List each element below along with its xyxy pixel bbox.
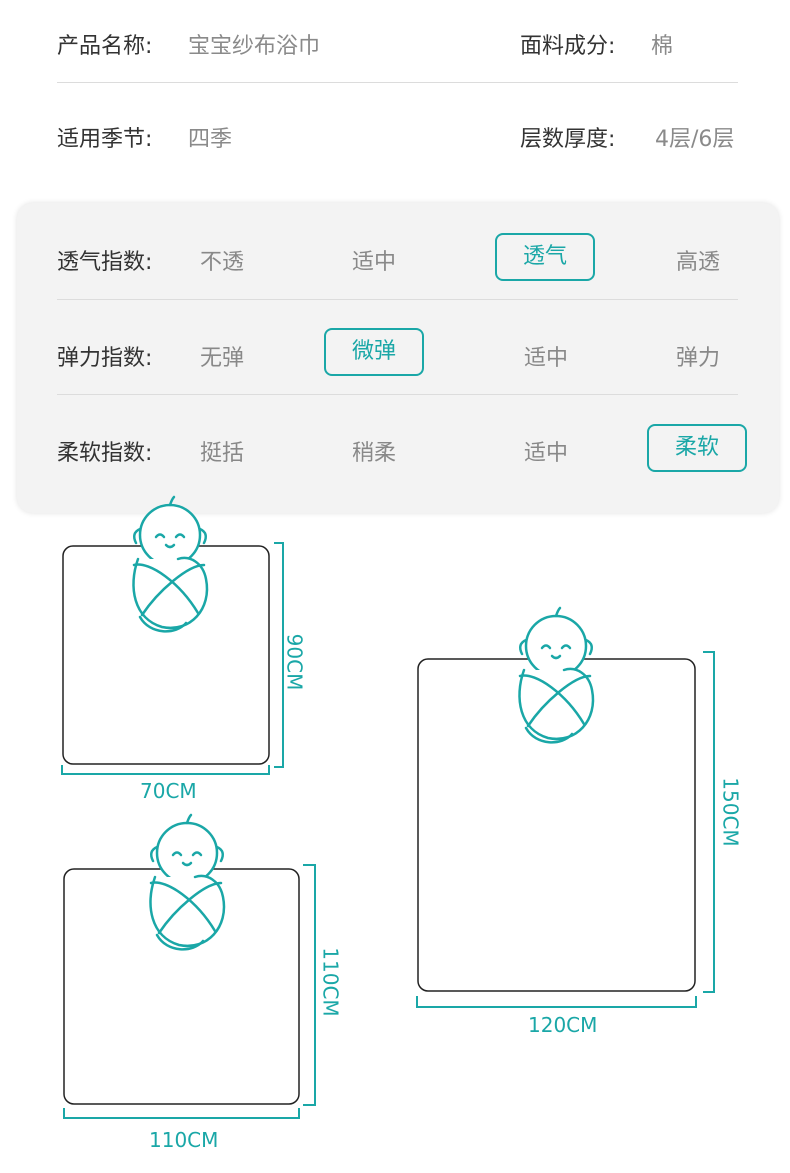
softness-option-selected[interactable]: 柔软 — [647, 424, 747, 472]
small-width-label: 70CM — [140, 779, 197, 803]
layers-value: 4层/6层 — [655, 127, 735, 152]
season-label: 适用季节: — [57, 127, 153, 152]
divider — [57, 299, 738, 300]
ratings-panel — [17, 203, 779, 513]
softness-option[interactable]: 适中 — [523, 441, 568, 466]
large-width-label: 120CM — [528, 1013, 598, 1037]
medium-height-label: 110CM — [318, 947, 343, 1017]
divider — [57, 82, 738, 83]
divider — [57, 394, 738, 395]
softness-option[interactable]: 挺括 — [199, 441, 244, 466]
elasticity-label: 弹力指数: — [57, 346, 153, 371]
material-label: 面料成分: — [520, 34, 616, 59]
breathability-option[interactable]: 适中 — [351, 250, 396, 275]
softness-label: 柔软指数: — [57, 441, 153, 466]
material-value: 棉 — [651, 34, 674, 59]
elasticity-option[interactable]: 适中 — [523, 346, 568, 371]
small-height-label: 90CM — [282, 633, 307, 691]
breathability-label: 透气指数: — [57, 250, 153, 275]
elasticity-option-selected[interactable]: 微弹 — [324, 328, 424, 376]
breathability-option-selected[interactable]: 透气 — [495, 233, 595, 281]
product-name-label: 产品名称: — [57, 34, 153, 59]
layers-label: 层数厚度: — [520, 127, 616, 152]
breathability-option[interactable]: 不透 — [199, 250, 244, 275]
softness-option[interactable]: 稍柔 — [351, 441, 396, 466]
product-name-value: 宝宝纱布浴巾 — [188, 34, 321, 59]
season-value: 四季 — [188, 127, 233, 152]
breathability-option[interactable]: 高透 — [675, 250, 720, 275]
elasticity-option[interactable]: 弹力 — [675, 346, 720, 371]
elasticity-option[interactable]: 无弹 — [199, 346, 244, 371]
medium-width-label: 110CM — [149, 1128, 219, 1152]
large-height-label: 150CM — [718, 777, 743, 847]
